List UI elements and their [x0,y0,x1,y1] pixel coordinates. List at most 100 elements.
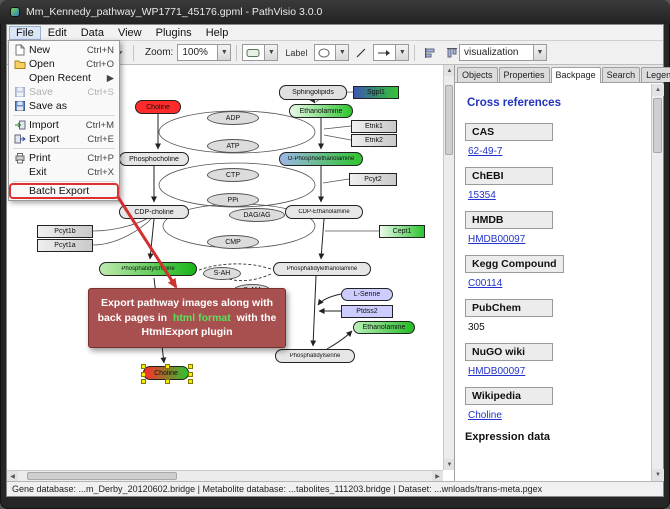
scroll-up-icon[interactable]: ▲ [444,65,454,76]
visualization-combobox[interactable]: visualization ▼ [459,44,547,61]
node-phosphocholine[interactable]: Phosphocholine [119,152,189,166]
tab-legend[interactable]: Legend [641,67,670,82]
scrollbar-thumb[interactable] [653,98,662,153]
file-menu-item-save-as[interactable]: Save as [10,99,118,113]
align-vertical-button[interactable] [442,43,462,63]
tab-backpage[interactable]: Backpage [550,67,601,83]
crossref-link[interactable]: C00114 [468,278,503,289]
zoom-combobox[interactable]: 100% ▼ [177,44,232,61]
node-pcyt1b[interactable]: Pcyt1b [37,225,93,238]
node-o-phosphoethanolamine[interactable]: O-Phosphoethanolamine [279,152,363,166]
tab-properties[interactable]: Properties [498,67,550,82]
node-ethanolamine-top[interactable]: Ethanolamine [289,104,353,118]
node-cmp[interactable]: CMP [207,235,259,249]
selection-handle[interactable] [188,364,193,369]
selection-handle[interactable] [165,364,170,369]
node-pcyt2[interactable]: Pcyt2 [349,173,397,186]
node-cdp-ethanolamine[interactable]: CDP-Ethanolamine [285,205,363,219]
node-dag[interactable]: DAG/AG [229,208,285,222]
tab-search[interactable]: Search [601,67,641,82]
node-phosphatidylcholine[interactable]: Phosphatidylcholine [99,262,197,276]
crossref-link[interactable]: HMDB00097 [468,234,526,245]
node-etnk1[interactable]: Etnk1 [351,120,397,133]
shapes-dropdown[interactable]: ▼ [314,44,350,61]
scroll-down-icon[interactable]: ▼ [444,459,454,470]
scroll-down-icon[interactable]: ▼ [652,469,664,481]
menu-view[interactable]: View [117,26,142,39]
canvas-vertical-scrollbar[interactable]: ▲ ▼ [443,65,454,470]
node-phosphatidylethanolamine[interactable]: Phosphatidylethanolamine [273,262,371,276]
node-cdp-choline[interactable]: CDP-choline [119,205,189,219]
node-pcyt1a[interactable]: Pcyt1a [37,239,93,252]
selection-handle[interactable] [141,364,146,369]
node-ctp[interactable]: CTP [207,168,259,182]
node-cept1[interactable]: Cept1 [379,225,425,238]
scroll-right-icon[interactable]: ▶ [432,471,443,481]
scrollbar-thumb[interactable] [27,472,177,480]
page-icon [12,44,27,56]
crossref-link[interactable]: Choline [468,410,502,421]
align-horizontal-button[interactable] [420,43,440,63]
menu-file[interactable]: File [9,25,41,40]
callout-text-before: Export pathway images along with back pa… [97,297,274,324]
node-phosphatidylserine[interactable]: Phosphatidylserine [275,349,355,363]
chevron-down-icon[interactable]: ▼ [395,45,409,60]
chevron-down-icon[interactable]: ▼ [264,45,278,60]
chevron-down-icon[interactable]: ▼ [217,45,231,60]
menu-data[interactable]: Data [80,26,104,39]
file-menu-item-open-recent[interactable]: Open Recent▶ [10,71,118,85]
node-ptdss2[interactable]: Ptdss2 [341,305,393,318]
chevron-down-icon[interactable]: ▼ [533,45,546,60]
canvas-horizontal-scrollbar[interactable]: ◀ ▶ [7,470,443,481]
app-icon [10,7,20,17]
backpage-scrollbar[interactable]: ▲ ▼ [651,84,664,481]
tab-objects[interactable]: Objects [457,67,498,82]
node-ppi[interactable]: PPi [207,193,259,207]
node-l-serine[interactable]: L-Serine [341,288,393,301]
node-atp[interactable]: ATP [207,139,259,153]
selection-handle[interactable] [141,379,146,384]
crossref-link[interactable]: HMDB00097 [468,366,526,377]
crossref-link[interactable]: 62-49-7 [468,146,503,157]
scrollbar-thumb[interactable] [445,85,453,155]
selection-handle[interactable] [141,372,146,377]
node-choline-bottom[interactable]: Choline [141,364,193,384]
selection-handle[interactable] [188,379,193,384]
menu-separator [13,115,115,116]
node-sgpl1[interactable]: Sgpl1 [353,86,399,99]
chevron-down-icon[interactable]: ▼ [335,45,349,60]
label-tool-button[interactable]: Label [280,43,312,63]
scroll-left-icon[interactable]: ◀ [7,471,18,481]
menu-plugins[interactable]: Plugins [155,26,192,39]
crossref-link[interactable]: 15354 [468,190,496,201]
selection-handle[interactable] [188,372,193,377]
node-sphingolipids[interactable]: Sphingolipids [279,85,347,100]
node-label: Cept1 [392,228,412,235]
blank-icon [12,166,27,178]
connector-dropdown[interactable]: ▼ [373,44,410,61]
node-s-ah[interactable]: S-AH [203,267,241,280]
node-etnk2[interactable]: Etnk2 [351,134,397,147]
scroll-up-icon[interactable]: ▲ [652,84,664,96]
selection-handle[interactable] [165,379,170,384]
node-ethanolamine-lower[interactable]: Ethanolamine [353,321,415,334]
titlebar[interactable]: Mm_Kennedy_pathway_WP1771_45176.gpml - P… [0,0,670,24]
datanode-dropdown[interactable]: ▼ [242,44,279,61]
node-adp[interactable]: ADP [207,111,259,125]
line-tool-button[interactable] [351,43,371,63]
node-label: Pcyt2 [364,176,382,183]
node-choline-top[interactable]: Choline [135,100,181,114]
menu-edit[interactable]: Edit [47,26,67,39]
file-menu-item-batch-export[interactable]: Batch Export [9,183,119,199]
menu-help[interactable]: Help [205,26,229,39]
